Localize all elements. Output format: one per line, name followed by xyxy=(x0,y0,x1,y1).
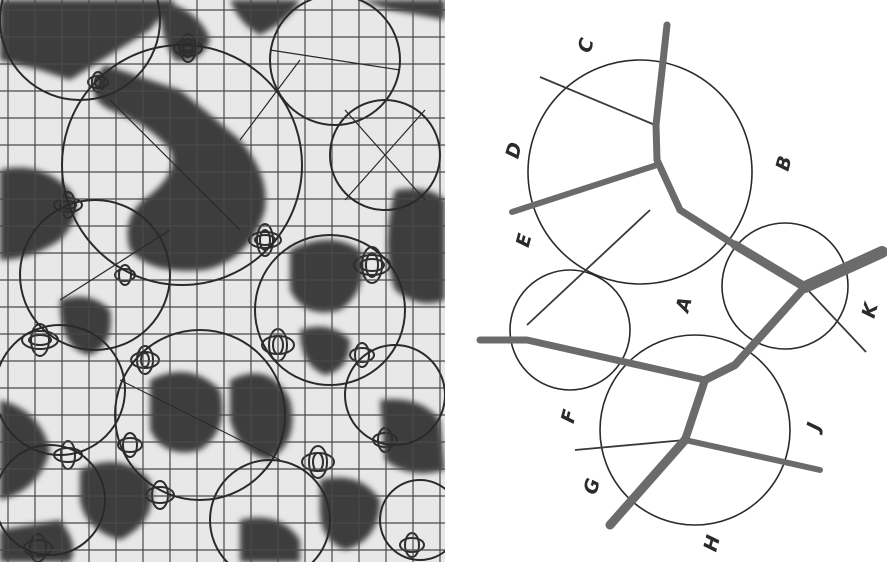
thick-branch-k xyxy=(805,252,882,287)
label-j: J xyxy=(802,420,826,436)
photograph-svg xyxy=(0,0,445,562)
photo-background xyxy=(0,0,445,562)
thick-spine-mid xyxy=(735,245,805,287)
circle-diagram: A B C D E F G H J K xyxy=(450,0,887,562)
label-k: K xyxy=(858,299,883,320)
label-e: E xyxy=(512,231,537,249)
thin-line-d xyxy=(540,77,655,125)
photoelastic-photograph xyxy=(0,0,445,562)
label-c: C xyxy=(574,36,599,55)
circle-right xyxy=(722,223,848,349)
label-a: A xyxy=(671,294,697,316)
thick-spine-down xyxy=(685,287,805,440)
label-g: G xyxy=(580,476,605,497)
thick-branch-e xyxy=(512,165,657,212)
thin-line-g xyxy=(575,440,685,450)
diagram-thick-lines xyxy=(480,25,882,525)
label-d: D xyxy=(502,140,527,161)
thick-branch-f xyxy=(480,340,705,380)
thick-branch-j xyxy=(685,440,820,470)
thin-line-e-a xyxy=(527,210,650,325)
label-b: B xyxy=(772,154,797,174)
thick-spine-top xyxy=(656,25,735,245)
label-f: F xyxy=(557,407,582,425)
diagram-svg: A B C D E F G H J K xyxy=(450,0,887,562)
circle-left xyxy=(510,270,630,390)
label-h: H xyxy=(700,533,725,554)
